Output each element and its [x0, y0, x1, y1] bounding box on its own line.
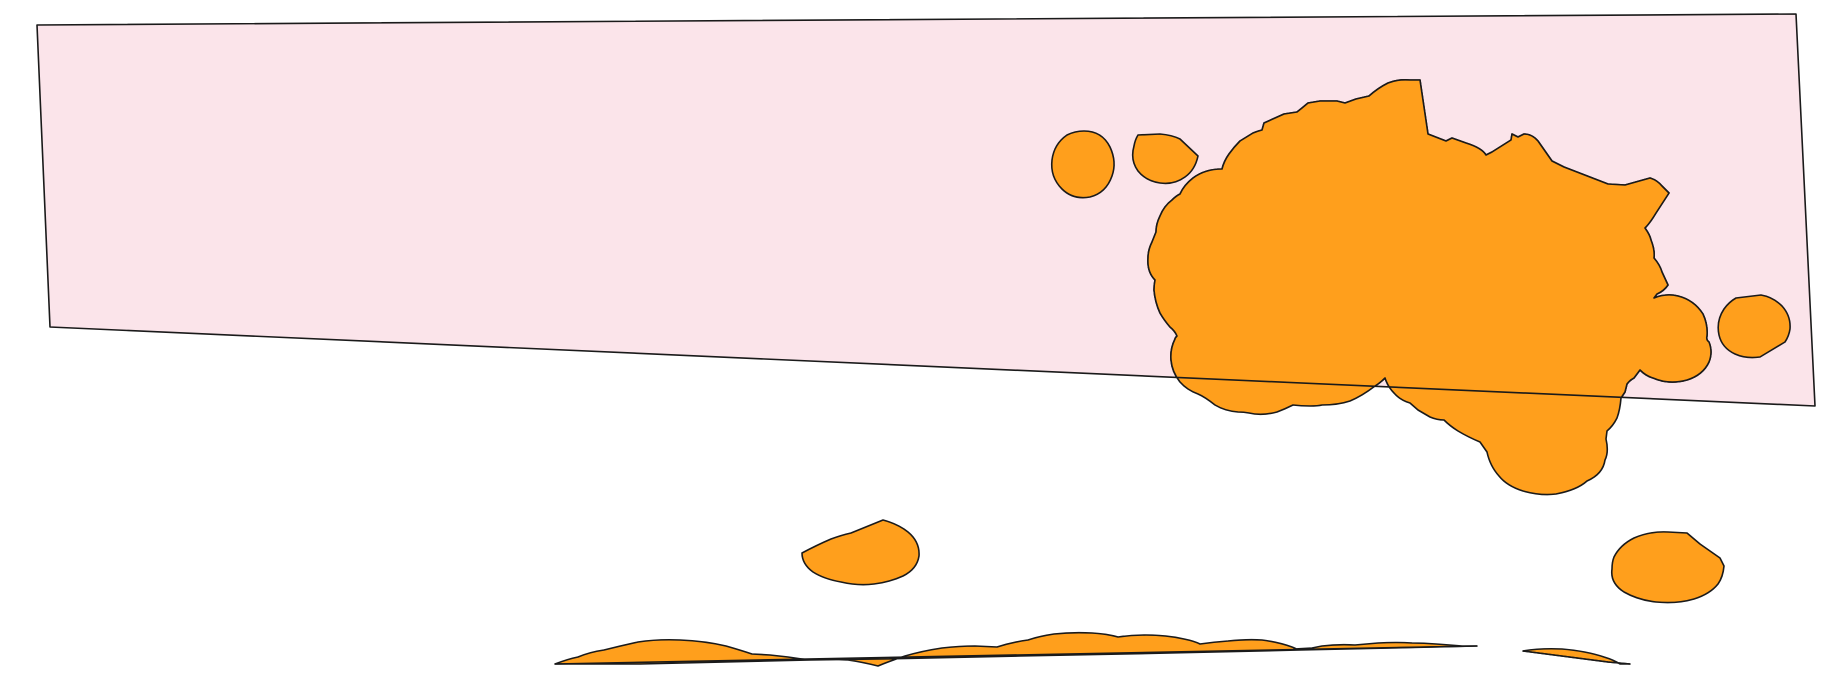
- orange-circle-small: [1131, 133, 1199, 185]
- bottom-baseline: [554, 645, 1478, 665]
- orange-blob-lower-right: [1610, 531, 1725, 604]
- orange-sliver-bottom-right: [1522, 647, 1631, 665]
- pink-region-outline: [36, 13, 1816, 407]
- orange-blob-lower-middle: [801, 519, 920, 586]
- orange-sliver-bottom: [554, 631, 1478, 667]
- bottom-right-baseline: [1522, 650, 1631, 665]
- orange-blob-right: [1717, 294, 1791, 359]
- orange-circle-left: [1050, 130, 1115, 199]
